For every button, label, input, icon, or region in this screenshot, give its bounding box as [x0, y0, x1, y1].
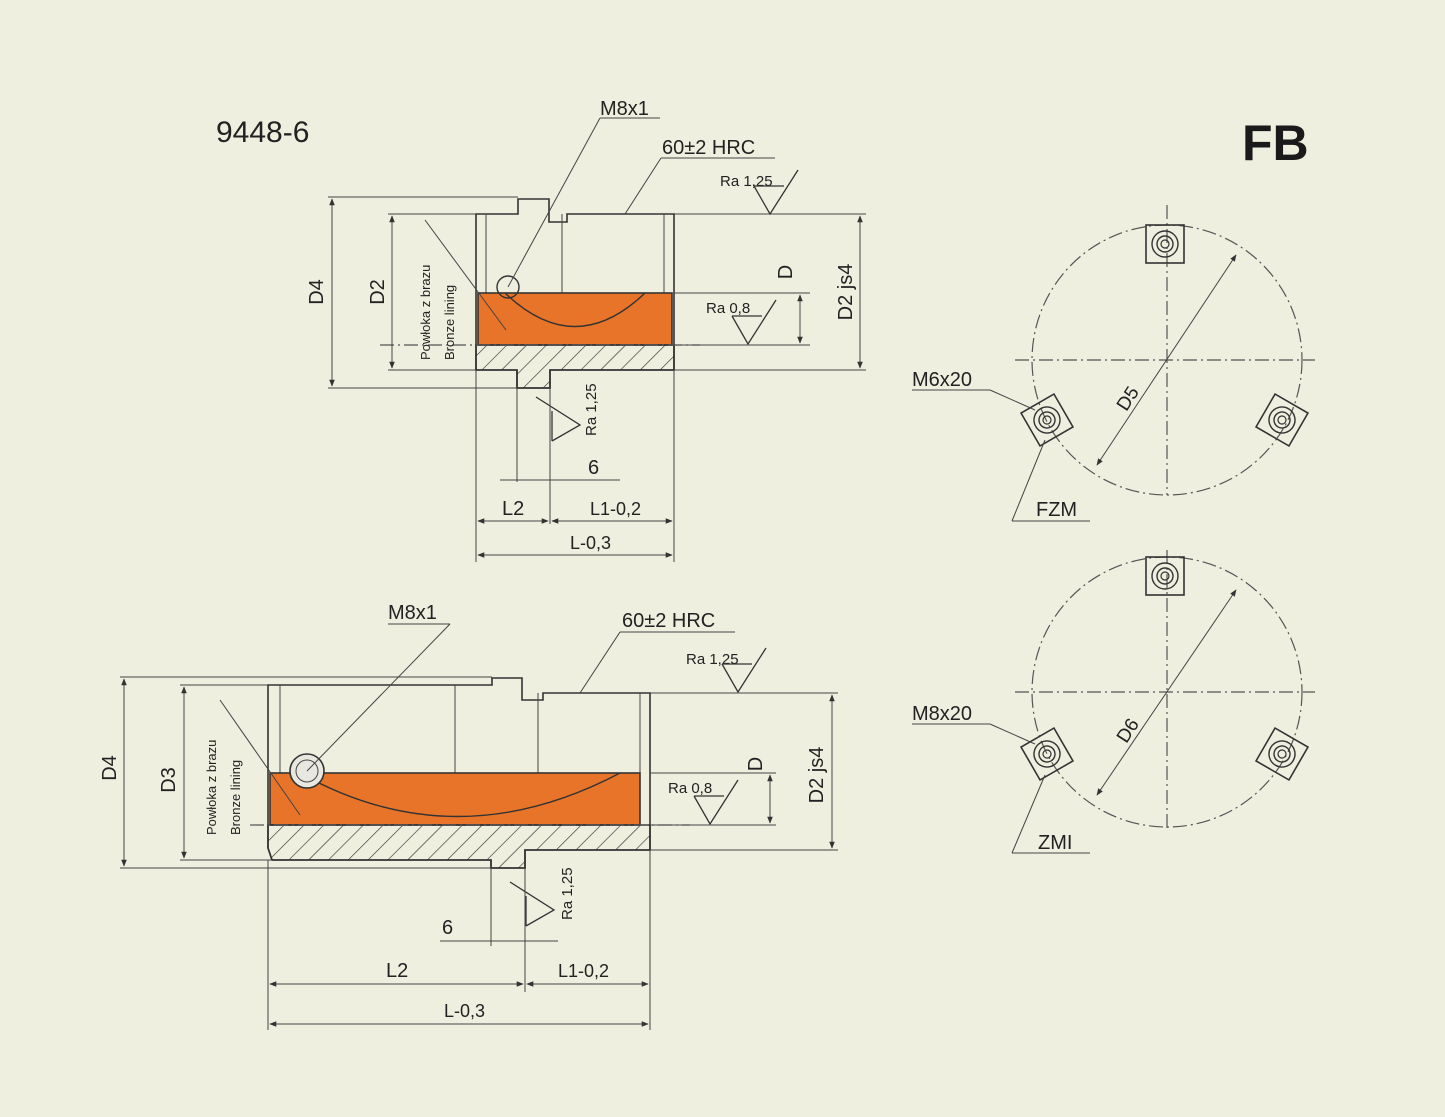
top-annotations: M8x1 60±2 HRC Ra 1,25 Ra 0,8 Ra 1,25 Pow…: [418, 98, 799, 442]
top-dim-l1: L1-0,2: [590, 499, 641, 519]
bottom-dim-d: D: [745, 757, 767, 771]
bottom-dim-6: 6: [442, 917, 453, 939]
top-hatched-wall: [475, 344, 675, 389]
bottom-dim-d4: D4: [99, 755, 121, 781]
bottom-thread-label: M8x1: [388, 602, 437, 624]
top-dim-d: D: [775, 265, 797, 279]
top-lining-en: Bronze lining: [442, 285, 457, 360]
top-dim-d2js4: D2 js4: [835, 264, 857, 321]
top-dim-d4: D4: [306, 279, 328, 305]
bolt-pattern-fzm: D5 M6x20 FZM: [912, 205, 1315, 522]
bottom-bushing-section: [250, 677, 690, 869]
zmi-bolt-head-top: [1145, 556, 1185, 596]
top-lining-pl: Powłoka z brazu: [418, 265, 433, 360]
top-thread-label: M8x1: [600, 98, 649, 120]
top-bushing-section: [380, 198, 700, 389]
top-dim-l2: L2: [502, 498, 524, 520]
top-ra-outer: Ra 1,25: [720, 173, 773, 190]
top-bronze-lining: [477, 292, 673, 346]
bottom-dim-l1: L1-0,2: [558, 961, 609, 981]
fzm-code-label: FZM: [1036, 499, 1077, 521]
bottom-ra-flange: Ra 1,25: [559, 867, 576, 920]
top-dim-d2: D2: [367, 279, 389, 305]
zmi-code-label: ZMI: [1038, 832, 1072, 854]
zmi-bolt-head-left: [1020, 727, 1074, 781]
zmi-bolt-head-right: [1255, 727, 1309, 781]
bottom-hatched-wall: [267, 824, 651, 869]
bottom-dim-d3: D3: [158, 767, 180, 793]
bottom-ra-inner: Ra 0,8: [668, 780, 712, 797]
top-hardness-label: 60±2 HRC: [662, 137, 755, 159]
top-dim-6: 6: [588, 457, 599, 479]
bolt-pattern-zmi: D6 M8x20 ZMI: [912, 550, 1315, 854]
bottom-annotations: M8x1 60±2 HRC Ra 1,25 Ra 0,8 Ra 1,25 Pow…: [204, 602, 767, 927]
zmi-screw-label: M8x20: [912, 703, 972, 725]
bottom-dim-l: L-0,3: [444, 1001, 485, 1021]
top-dim-l: L-0,3: [570, 533, 611, 553]
bottom-ra-outer: Ra 1,25: [686, 651, 739, 668]
fzm-bolt-head-left: [1020, 393, 1074, 447]
top-dimensions: D4 D2 D D2 js4 6 L2 L1-0,2 L-0,3: [306, 196, 866, 562]
bottom-bronze-lining: [269, 772, 641, 826]
fzm-bolt-head-top: [1145, 224, 1185, 264]
fzm-screw-label: M6x20: [912, 369, 972, 391]
zmi-diameter: D6: [1113, 715, 1144, 747]
bottom-dimensions: D4 D3 D D2 js4 6 L2 L1-0,2 L-0,3: [99, 676, 838, 1030]
fzm-bolt-head-right: [1255, 393, 1309, 447]
top-ra-flange: Ra 1,25: [583, 383, 600, 436]
top-ra-inner: Ra 0,8: [706, 300, 750, 317]
standard-number: 9448-6: [216, 116, 309, 149]
fzm-diameter: D5: [1113, 383, 1144, 415]
series-code: FB: [1242, 115, 1309, 171]
bottom-lining-en: Bronze lining: [228, 760, 243, 835]
bottom-dim-l2: L2: [386, 960, 408, 982]
bottom-hardness-label: 60±2 HRC: [622, 610, 715, 632]
bottom-dim-d2js4: D2 js4: [806, 747, 828, 804]
bottom-lining-pl: Powłoka z brazu: [204, 740, 219, 835]
